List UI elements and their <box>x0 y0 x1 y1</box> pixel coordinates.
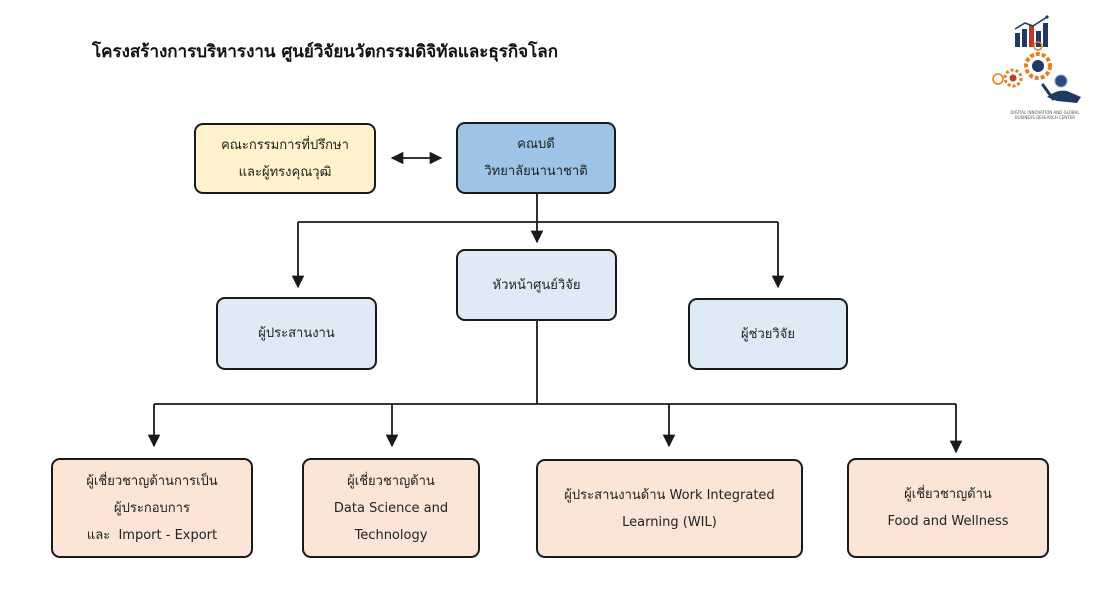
expert-food-wellness-box: ผู้เชี่ยวชาญด้าน Food and Wellness <box>847 458 1049 558</box>
research-head-box: หัวหน้าศูนย์วิจัย <box>456 249 617 321</box>
page-title: โครงสร้างการบริหารงาน ศูนย์วิจัยนวัตกรรม… <box>92 42 558 62</box>
expert-data-science-box: ผู้เชี่ยวชาญด้าน Data Science and Techno… <box>302 458 480 558</box>
dean-box: คณบดี วิทยาลัยนานาชาติ <box>456 122 616 194</box>
research-assistant-box: ผู้ช่วยวิจัย <box>688 298 848 370</box>
expert-entrepreneur-box: ผู้เชี่ยวชาญด้านการเป็น ผู้ประกอบการ และ… <box>51 458 253 558</box>
research-center-logo <box>992 15 1081 103</box>
coordinator-wil-box: ผู้ประสานงานด้าน Work Integrated Learnin… <box>536 459 803 558</box>
logo-caption: DIGITAL INNOVATION AND GLOBAL BUSINESS R… <box>1010 110 1080 120</box>
coordinator-box: ผู้ประสานงาน <box>216 297 377 370</box>
advisory-committee-box: คณะกรรมการที่ปรึกษา และผู้ทรงคุณวุฒิ <box>194 123 376 194</box>
